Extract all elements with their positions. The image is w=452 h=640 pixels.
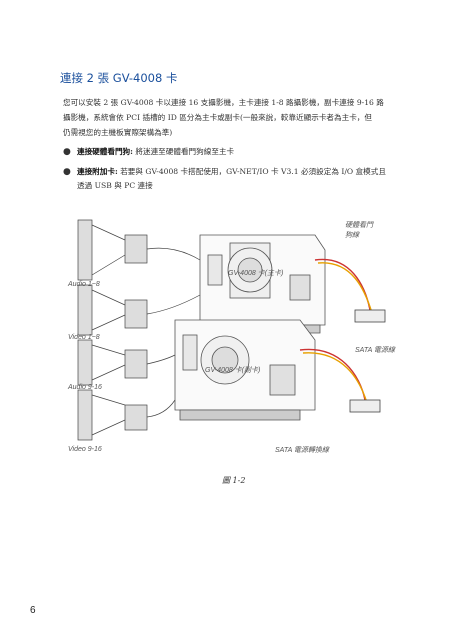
intro-line: 仍需視您的主機板實際架構為準) xyxy=(63,128,173,137)
main-card-label: GV-4008 卡(主卡) xyxy=(228,269,283,277)
intro-line: 您可以安裝 2 張 GV-4008 卡以連接 16 支攝影機，主卡連接 1-8 … xyxy=(63,98,384,107)
figure-caption: 圖 1-2 xyxy=(222,476,246,485)
audio-1-8-label: Audio 1~8 xyxy=(67,281,100,288)
intro-paragraph: 您可以安裝 2 張 GV-4008 卡以連接 16 支攝影機，主卡連接 1-8 … xyxy=(63,95,408,140)
section-title: 連接 2 張 GV-4008 卡 xyxy=(60,71,178,85)
watchdog-label: 狗線 xyxy=(345,231,360,239)
cable-fans xyxy=(77,219,201,441)
bullet-list: ● 連接硬體看門狗: 將迷連至硬體看門狗線至主卡 ● 連接附加卡: 若要與 GV… xyxy=(63,145,408,199)
video-9-16-label: Video 9-16 xyxy=(68,446,102,453)
bullet-term: 連接附加卡: xyxy=(77,167,118,176)
figure-illustration: 硬體看門 狗線 Audio 1~8 Video 1~8 Audio 9-16 V… xyxy=(67,219,396,454)
bullet-icon: ● xyxy=(63,167,71,177)
bullet-term: 連接硬體看門狗: xyxy=(77,147,133,156)
watchdog-label: 硬體看門 xyxy=(345,221,374,229)
sata-cables xyxy=(299,258,386,413)
page-number: 6 xyxy=(30,605,36,616)
sata-power-label: SATA 電源線 xyxy=(355,346,396,354)
bullet-item-watchdog: ● 連接硬體看門狗: 將迷連至硬體看門狗線至主卡 xyxy=(63,145,408,159)
bullet-text: 透過 USB 與 PC 連接 xyxy=(77,181,153,190)
intro-line: 攝影機，系統會依 PCI 插槽的 ID 區分為主卡或副卡(一般來說，較靠近顯示卡… xyxy=(63,113,372,122)
figure-diagram: 硬體看門 狗線 Audio 1~8 Video 1~8 Audio 9-16 V… xyxy=(60,215,410,465)
main-card xyxy=(199,234,326,334)
audio-9-16-label: Audio 9-16 xyxy=(67,384,102,391)
bullet-item-addon: ● 連接附加卡: 若要與 GV-4008 卡搭配使用，GV-NET/IO 卡 V… xyxy=(63,165,408,193)
video-1-8-label: Video 1~8 xyxy=(68,334,100,341)
sata-adapter-label: SATA 電源轉換線 xyxy=(275,446,330,454)
bullet-icon: ● xyxy=(63,147,71,157)
sub-card xyxy=(174,319,316,421)
bullet-text: 將迷連至硬體看門狗線至主卡 xyxy=(135,147,235,156)
bullet-text: 若要與 GV-4008 卡搭配使用，GV-NET/IO 卡 V3.1 必須設定為… xyxy=(120,167,386,176)
sub-card-label: GV-4008 卡(副卡) xyxy=(205,366,260,374)
